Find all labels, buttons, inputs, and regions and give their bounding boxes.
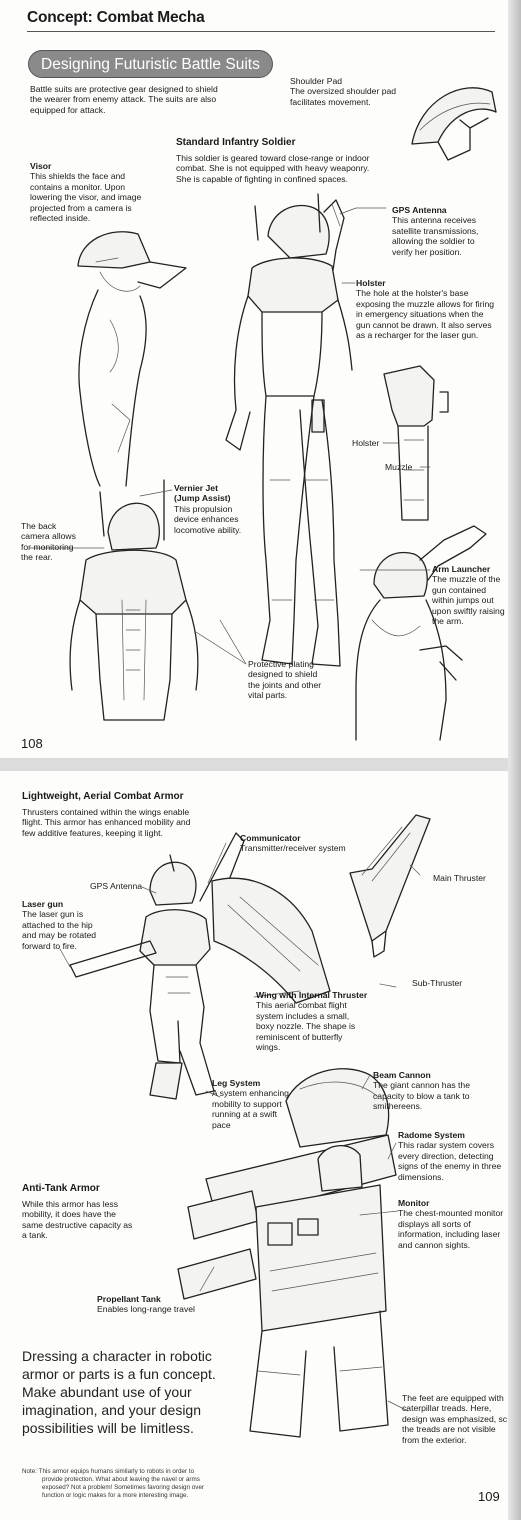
leader-lines — [59, 842, 421, 1412]
page-number: 109 — [478, 1489, 500, 1504]
aerial-figure-drawing — [69, 832, 331, 1100]
lightweight-heading: Lightweight, Aerial Combat Armor — [22, 791, 184, 802]
propellant-tank-callout: Propellant Tank Enables long-range trave… — [97, 1294, 195, 1315]
main-thruster-label: Main Thruster — [433, 873, 486, 883]
page-109-illustrations — [59, 814, 431, 1438]
page-109: Lightweight, Aerial Combat Armor Thruste… — [0, 771, 508, 1520]
back-view-drawing — [29, 479, 199, 721]
arm-launcher-drawing — [355, 525, 487, 741]
holster-label: Holster — [352, 438, 380, 448]
communicator-callout: Communicator Transmitter/receiver system — [240, 833, 346, 854]
sub-thruster-label: Sub-Thruster — [412, 978, 463, 988]
standard-soldier-heading: Standard Infantry Soldier — [176, 137, 296, 148]
lightweight-text: Thrusters contained within the wings ena… — [22, 807, 191, 838]
page-108-illustrations — [29, 87, 497, 741]
gps-antenna-label: GPS Antenna — [90, 881, 143, 891]
footnote: Note: This armor equips humans similarly… — [22, 1468, 205, 1499]
main-thruster-drawing — [349, 814, 431, 958]
section-title: Designing Futuristic Battle Suits — [28, 50, 273, 78]
chapter-title: Concept: Combat Mecha — [27, 9, 205, 26]
page-number: 108 — [21, 736, 43, 751]
page-gap — [0, 758, 521, 771]
muzzle-label: Muzzle — [385, 462, 413, 472]
page-108: Concept: Combat Mecha Designing Futurist… — [0, 0, 508, 758]
shoulder-pad-drawing — [411, 87, 497, 161]
leader-lines — [139, 207, 431, 665]
standard-soldier-text: This soldier is geared toward close-rang… — [176, 153, 370, 184]
tank-figure-drawing — [177, 1068, 397, 1438]
anti-tank-heading: Anti-Tank Armor — [22, 1183, 100, 1194]
visor-figure-drawing — [77, 231, 187, 487]
binding-edge — [508, 0, 521, 1520]
wing-thruster-callout: Wing with Internal Thruster This aerial … — [256, 990, 368, 1053]
vernier-jet-callout: Vernier Jet (Jump Assist) This propulsio… — [174, 483, 242, 535]
chapter-rule — [27, 31, 495, 32]
holster-drawing — [382, 365, 449, 521]
infantry-soldier-drawing — [225, 193, 353, 667]
intro-text: Battle suits are protective gear designe… — [30, 84, 218, 115]
